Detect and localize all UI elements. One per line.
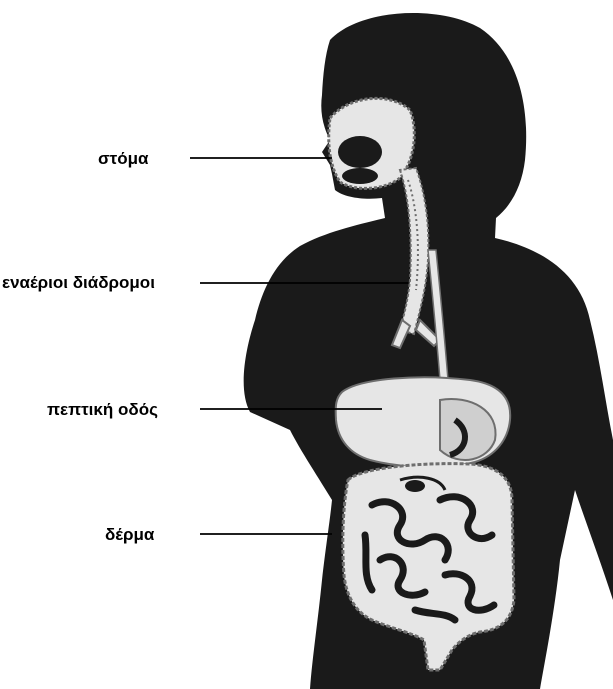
label-digestive-tract: πεπτική οδός xyxy=(47,401,158,418)
label-airways: εναέριοι διάδρομοι xyxy=(2,274,155,291)
label-skin: δέρμα xyxy=(105,526,154,543)
stomach-organ xyxy=(336,377,511,467)
label-mouth: στόμα xyxy=(98,150,148,167)
